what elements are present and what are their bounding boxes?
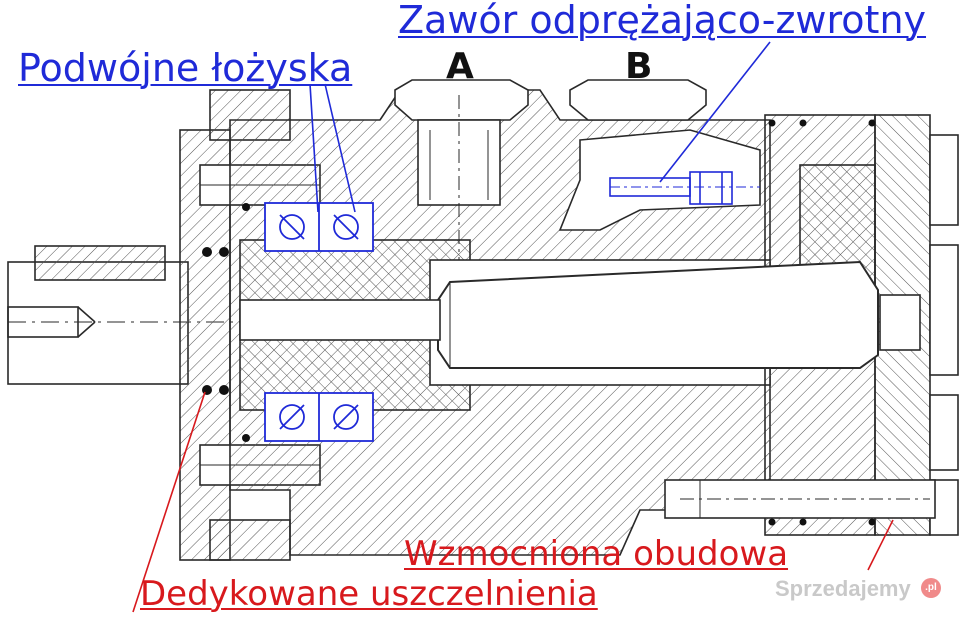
valve-label: Zawór odprężająco-zwrotny xyxy=(398,0,927,42)
relief-check-valve xyxy=(609,171,760,205)
housing-label: Wzmocniona obudowa xyxy=(404,534,789,574)
watermark-badge: .pl xyxy=(921,578,941,598)
port-a-fitting xyxy=(394,79,529,260)
port-b-fitting xyxy=(558,79,761,231)
watermark-text: Sprzedajemy xyxy=(775,576,911,601)
port-a-label: A xyxy=(446,46,474,87)
tie-bolt xyxy=(664,479,936,519)
bearings-label: Podwójne łożyska xyxy=(18,46,353,90)
port-b-label: B xyxy=(625,46,653,87)
leader-lines xyxy=(132,41,894,613)
bearing-icon xyxy=(264,202,374,442)
seals-label: Dedykowane uszczelnienia xyxy=(140,574,598,614)
shaft-seals xyxy=(202,119,876,526)
cardan-shaft xyxy=(239,260,879,369)
